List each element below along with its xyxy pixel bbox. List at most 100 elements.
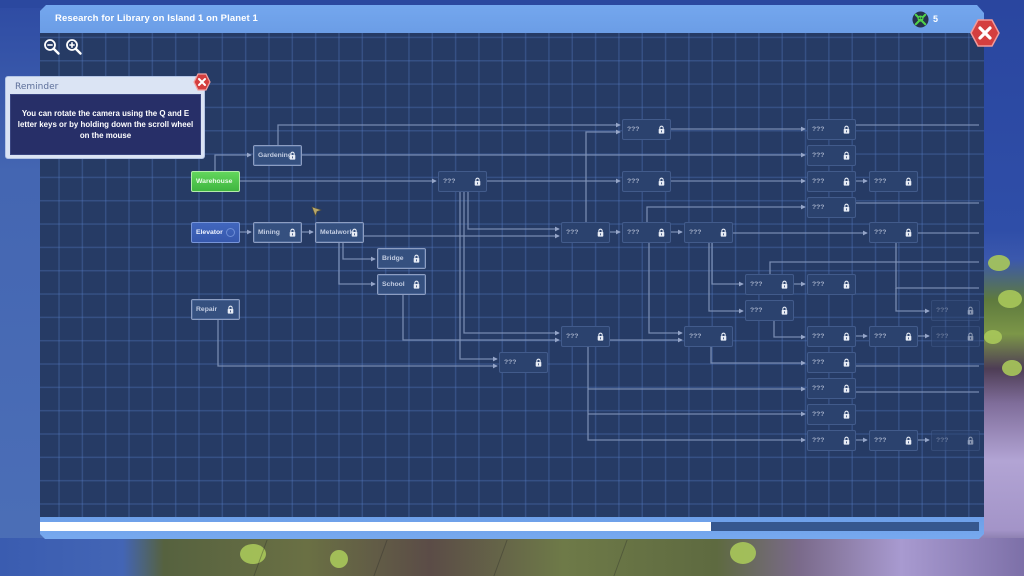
research-node-unknown[interactable]: ???	[869, 430, 918, 451]
research-node-unknown[interactable]: ???	[807, 171, 856, 192]
research-node-unknown[interactable]: ???	[622, 171, 671, 192]
horizontal-scrollbar[interactable]	[40, 522, 979, 531]
node-label: ???	[812, 359, 825, 366]
zoom-out-icon[interactable]	[43, 38, 61, 56]
node-label: ???	[627, 178, 640, 185]
research-node-unknown[interactable]: ???	[561, 326, 610, 347]
connection-line	[895, 243, 979, 289]
lock-icon	[967, 332, 974, 341]
research-node-unknown[interactable]: ???	[807, 145, 856, 166]
connection-lines	[214, 122, 979, 443]
node-label: ???	[689, 229, 702, 236]
node-label: Warehouse	[196, 178, 233, 185]
research-points-value: 5	[933, 14, 939, 24]
research-node-metalwork[interactable]: Metalwork	[315, 222, 364, 243]
tree-foliage	[730, 542, 756, 564]
research-node-unknown[interactable]: ???	[807, 119, 856, 140]
research-node-unknown[interactable]: ???	[622, 222, 671, 243]
lock-icon	[843, 358, 850, 367]
research-node-school[interactable]: School	[377, 274, 426, 295]
connection-line	[467, 192, 560, 232]
lock-icon	[474, 177, 481, 186]
node-label: ???	[812, 178, 825, 185]
lock-icon	[843, 280, 850, 289]
lock-icon	[843, 177, 850, 186]
lock-icon	[720, 332, 727, 341]
research-node-bridge[interactable]: Bridge	[377, 248, 426, 269]
lock-icon	[720, 228, 727, 237]
lock-icon	[658, 228, 665, 237]
zoom-in-icon[interactable]	[65, 38, 83, 56]
research-node-unknown[interactable]: ???	[438, 171, 487, 192]
tree-foliage	[998, 290, 1022, 308]
tree-foliage	[240, 544, 266, 564]
lock-icon	[843, 332, 850, 341]
lock-icon	[413, 280, 420, 289]
node-label: Gardening	[258, 152, 292, 159]
lock-icon	[597, 228, 604, 237]
research-node-unknown[interactable]: ???	[622, 119, 671, 140]
lock-icon	[843, 125, 850, 134]
research-node-unknown[interactable]: ???	[561, 222, 610, 243]
research-node-unknown[interactable]: ???	[807, 274, 856, 295]
research-node-warehouse[interactable]: Warehouse	[191, 171, 240, 192]
research-node-gardening[interactable]: Gardening	[253, 145, 302, 166]
scrollbar-thumb[interactable]	[40, 522, 711, 531]
research-points: 5	[912, 10, 938, 28]
lock-icon	[843, 384, 850, 393]
node-label: ???	[812, 126, 825, 133]
node-label: ???	[936, 307, 949, 314]
lock-icon	[967, 306, 974, 315]
lock-icon	[227, 305, 234, 314]
research-node-unknown[interactable]: ???	[684, 222, 733, 243]
research-node-unknown[interactable]: ???	[807, 326, 856, 347]
connection-line	[277, 122, 621, 145]
node-label: Metalwork	[320, 229, 354, 236]
research-node-mining[interactable]: Mining	[253, 222, 302, 243]
research-node-elevator[interactable]: Elevator	[191, 222, 240, 243]
research-node-unknown[interactable]: ???	[684, 326, 733, 347]
background-sky-top	[0, 0, 1024, 8]
close-icon[interactable]	[193, 73, 211, 91]
connection-line	[459, 192, 498, 362]
research-node-unknown[interactable]: ???	[869, 326, 918, 347]
research-node-unknown[interactable]: ???	[869, 171, 918, 192]
research-node-unknown[interactable]: ???	[931, 430, 980, 451]
research-node-unknown[interactable]: ???	[807, 352, 856, 373]
research-node-unknown[interactable]: ???	[499, 352, 548, 373]
node-label: ???	[627, 126, 640, 133]
connection-line	[646, 204, 806, 222]
connection-line	[648, 243, 683, 336]
research-node-unknown[interactable]: ???	[745, 274, 794, 295]
connection-line	[708, 243, 744, 314]
node-label: ???	[812, 411, 825, 418]
node-label: School	[382, 281, 405, 288]
node-label: ???	[750, 281, 763, 288]
research-node-unknown[interactable]: ???	[807, 430, 856, 451]
node-label: ???	[812, 204, 825, 211]
node-label: ???	[812, 281, 825, 288]
lock-icon	[658, 177, 665, 186]
research-node-unknown[interactable]: ???	[931, 300, 980, 321]
research-node-unknown[interactable]: ???	[807, 197, 856, 218]
research-node-repair[interactable]: Repair	[191, 299, 240, 320]
research-node-unknown[interactable]: ???	[745, 300, 794, 321]
lock-icon	[905, 436, 912, 445]
connection-line	[773, 321, 806, 340]
lock-icon	[289, 228, 296, 237]
research-node-unknown[interactable]: ???	[931, 326, 980, 347]
lock-icon	[967, 436, 974, 445]
skull-crossbones-icon	[912, 11, 929, 28]
research-node-unknown[interactable]: ???	[807, 404, 856, 425]
node-label: ???	[812, 152, 825, 159]
lock-icon	[781, 306, 788, 315]
lock-icon	[843, 410, 850, 419]
research-node-unknown[interactable]: ???	[869, 222, 918, 243]
connection-line	[585, 129, 621, 222]
lock-icon	[905, 228, 912, 237]
close-icon[interactable]	[970, 18, 1000, 48]
research-tree-canvas[interactable]: Warehouse Elevator Repair Gardening Mini…	[40, 33, 984, 517]
lock-icon	[289, 151, 296, 160]
node-label: ???	[874, 178, 887, 185]
research-node-unknown[interactable]: ???	[807, 378, 856, 399]
